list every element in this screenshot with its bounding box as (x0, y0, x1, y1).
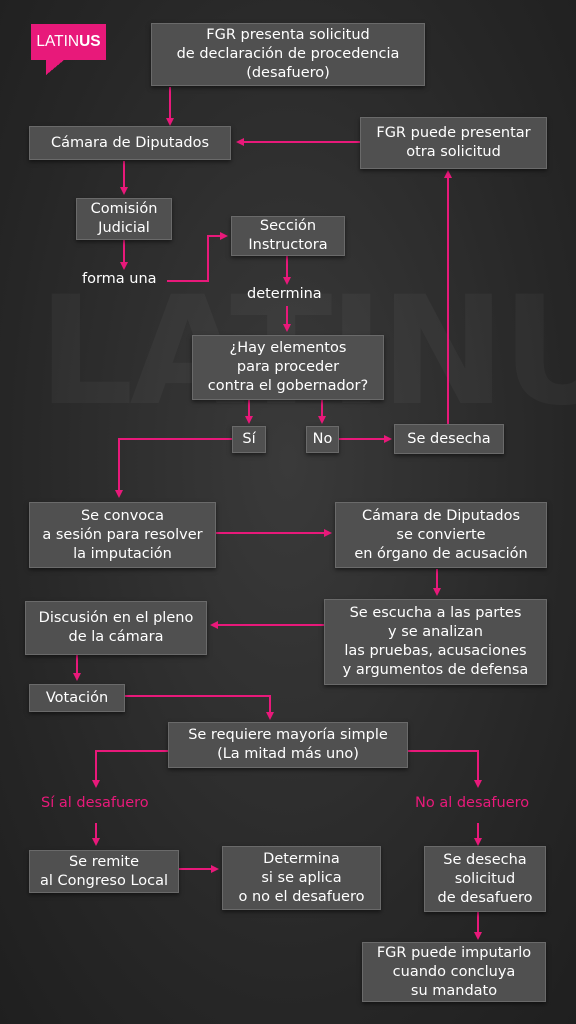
node-seccion-instructora: Sección Instructora (231, 216, 345, 256)
node-hay-elementos: ¿Hay elementos para proceder contra el g… (192, 335, 384, 400)
node-fgr-solicitud: FGR presenta solicitud de declaración de… (151, 23, 425, 86)
node-camara-organo: Cámara de Diputados se convierte en órga… (335, 502, 547, 568)
arrow-votacion-to-mayoria (125, 695, 274, 720)
node-se-desecha-solicitud: Se desecha solicitud de desafuero (424, 846, 546, 912)
node-fgr-otra-solicitud: FGR puede presentar otra solicitud (360, 117, 547, 169)
node-se-convoca: Se convoca a sesión para resolver la imp… (29, 502, 216, 568)
arrow-si-to-convoca (115, 438, 232, 498)
node-votacion: Votación (29, 684, 125, 712)
logo-text-latin: LATIN (36, 33, 80, 50)
node-camara-diputados: Cámara de Diputados (29, 126, 231, 160)
node-fgr-imputarlo: FGR puede imputarlo cuando concluya su m… (362, 942, 546, 1002)
logo-tail (46, 60, 64, 75)
node-si: Sí (232, 426, 266, 453)
logo-text-us: US (79, 33, 101, 50)
node-se-desecha: Se desecha (394, 424, 504, 454)
node-comision-judicial: Comisión Judicial (76, 198, 172, 240)
node-discusion-pleno: Discusión en el pleno de la cámara (25, 601, 207, 655)
label-determina: determina (247, 286, 322, 302)
arrow-mayoria-to-no (408, 750, 482, 788)
arrow-mayoria-to-si (92, 750, 168, 788)
node-mayoria-simple: Se requiere mayoría simple (La mitad más… (168, 722, 408, 768)
label-no-desafuero: No al desafuero (415, 795, 530, 811)
label-si-desafuero: Sí al desafuero (41, 795, 149, 811)
label-forma-una: forma una (82, 271, 157, 287)
node-determina-aplica: Determina si se aplica o no el desafuero (222, 846, 381, 910)
node-se-remite: Se remite al Congreso Local (29, 850, 179, 893)
node-se-escucha: Se escucha a las partes y se analizan la… (324, 599, 547, 685)
arrow-forma-to-seccion (167, 232, 228, 282)
node-no: No (306, 426, 339, 453)
